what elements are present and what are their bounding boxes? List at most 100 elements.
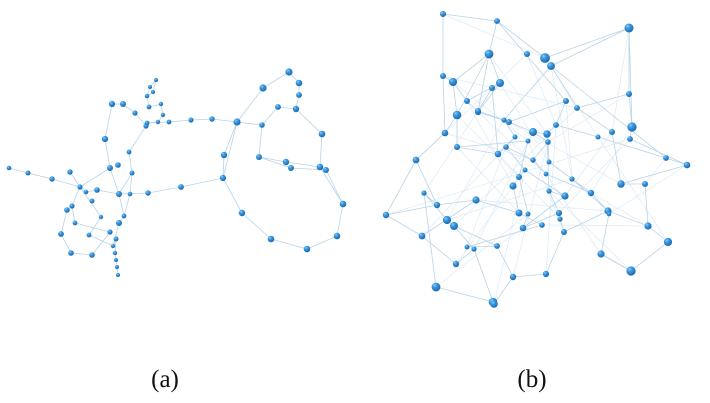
graph-node bbox=[86, 232, 92, 238]
graph-node bbox=[98, 214, 104, 220]
graph-edge bbox=[496, 20, 546, 59]
graph-node bbox=[127, 191, 133, 197]
graph-edge bbox=[8, 167, 29, 174]
graph-edge bbox=[222, 121, 238, 179]
graph-edge bbox=[109, 167, 120, 195]
graph-edge bbox=[466, 224, 543, 248]
graph-node bbox=[609, 129, 615, 135]
graph-edge bbox=[123, 193, 131, 217]
graph-node bbox=[285, 68, 293, 76]
graph-node bbox=[121, 213, 127, 219]
graph-node bbox=[546, 188, 552, 194]
graph-node bbox=[509, 273, 517, 281]
graph-node bbox=[557, 216, 563, 222]
graph-edge bbox=[488, 53, 501, 84]
graph-node bbox=[382, 211, 390, 219]
graph-edge bbox=[51, 178, 81, 188]
graph-b-nodes bbox=[382, 11, 691, 308]
graph-edge bbox=[91, 231, 111, 256]
graph-edge bbox=[477, 82, 501, 113]
graph-node bbox=[292, 105, 300, 113]
graph-node bbox=[259, 122, 265, 128]
graph-edge bbox=[496, 20, 567, 102]
graph-edge bbox=[456, 146, 520, 214]
graph-node bbox=[115, 265, 119, 269]
graph-edge bbox=[70, 252, 93, 256]
graph-node bbox=[496, 79, 504, 87]
graph-node bbox=[233, 118, 241, 126]
graph-node bbox=[107, 229, 113, 235]
graph-edge bbox=[421, 235, 457, 265]
graph-edge bbox=[526, 53, 557, 126]
graph-panel-a bbox=[6, 68, 347, 277]
graph-node bbox=[256, 154, 262, 160]
graph-node bbox=[547, 62, 555, 70]
graph-node bbox=[561, 229, 567, 235]
graph-edge bbox=[590, 192, 649, 227]
graph-node bbox=[627, 122, 637, 132]
graph-edge bbox=[576, 107, 613, 133]
graph-edge bbox=[644, 183, 649, 227]
graph-edge bbox=[325, 169, 344, 205]
graph-node bbox=[412, 156, 420, 164]
graph-edge bbox=[270, 238, 308, 250]
graph-edge bbox=[456, 53, 490, 116]
graph-edge bbox=[600, 253, 632, 272]
graph-node bbox=[178, 184, 184, 190]
graph-node bbox=[108, 100, 116, 108]
graph-node bbox=[259, 84, 267, 92]
graph-edge bbox=[306, 235, 338, 250]
graph-edge bbox=[446, 178, 573, 221]
graph-node bbox=[166, 119, 172, 125]
graph-edge bbox=[152, 79, 157, 93]
graph-edge bbox=[466, 100, 514, 187]
graph-node bbox=[448, 77, 458, 87]
graph-edge bbox=[550, 65, 578, 109]
graph-node bbox=[421, 190, 427, 196]
graph-edge bbox=[522, 195, 566, 229]
graph-edge bbox=[415, 132, 446, 161]
graph-edge bbox=[466, 146, 507, 248]
graph-node bbox=[530, 157, 536, 163]
graph-edge bbox=[496, 227, 524, 247]
graph-node bbox=[617, 180, 625, 188]
graph-edge bbox=[421, 136, 516, 237]
graph-node bbox=[110, 243, 116, 249]
graph-edge bbox=[488, 20, 498, 55]
graph-edge bbox=[442, 13, 498, 22]
graph-edge bbox=[118, 172, 133, 195]
graph-node bbox=[494, 18, 500, 24]
graph-edge bbox=[128, 151, 133, 174]
graph-node bbox=[114, 258, 118, 262]
graph-edge bbox=[512, 185, 520, 214]
graph-node bbox=[72, 220, 78, 226]
graph-node bbox=[464, 244, 470, 250]
graph-edge bbox=[336, 203, 344, 237]
graph-edge bbox=[385, 214, 423, 237]
graph-edge bbox=[456, 146, 499, 155]
graph-node bbox=[67, 169, 73, 175]
graph-edge bbox=[477, 53, 490, 113]
graph-edge bbox=[548, 190, 632, 272]
graph-edge bbox=[295, 108, 323, 135]
graph-edge bbox=[88, 216, 102, 236]
graph-edge bbox=[236, 121, 263, 126]
graph-node bbox=[626, 91, 632, 97]
graph-node bbox=[148, 85, 152, 89]
graph-node bbox=[116, 273, 120, 277]
graph-edge bbox=[423, 110, 479, 194]
graph-edge bbox=[508, 100, 567, 123]
graph-edge bbox=[505, 146, 526, 171]
graph-node bbox=[525, 211, 531, 217]
graph-edge bbox=[576, 93, 630, 109]
graph-edge bbox=[600, 213, 610, 255]
graph-node bbox=[516, 174, 522, 180]
graph-edge bbox=[597, 136, 669, 243]
graph-node bbox=[471, 246, 477, 252]
graph-edge bbox=[565, 100, 573, 180]
graph-edge bbox=[147, 186, 182, 194]
graph-node bbox=[339, 200, 347, 208]
graph-edge bbox=[168, 119, 192, 123]
graph-node bbox=[522, 167, 528, 173]
graph-node bbox=[546, 159, 552, 165]
